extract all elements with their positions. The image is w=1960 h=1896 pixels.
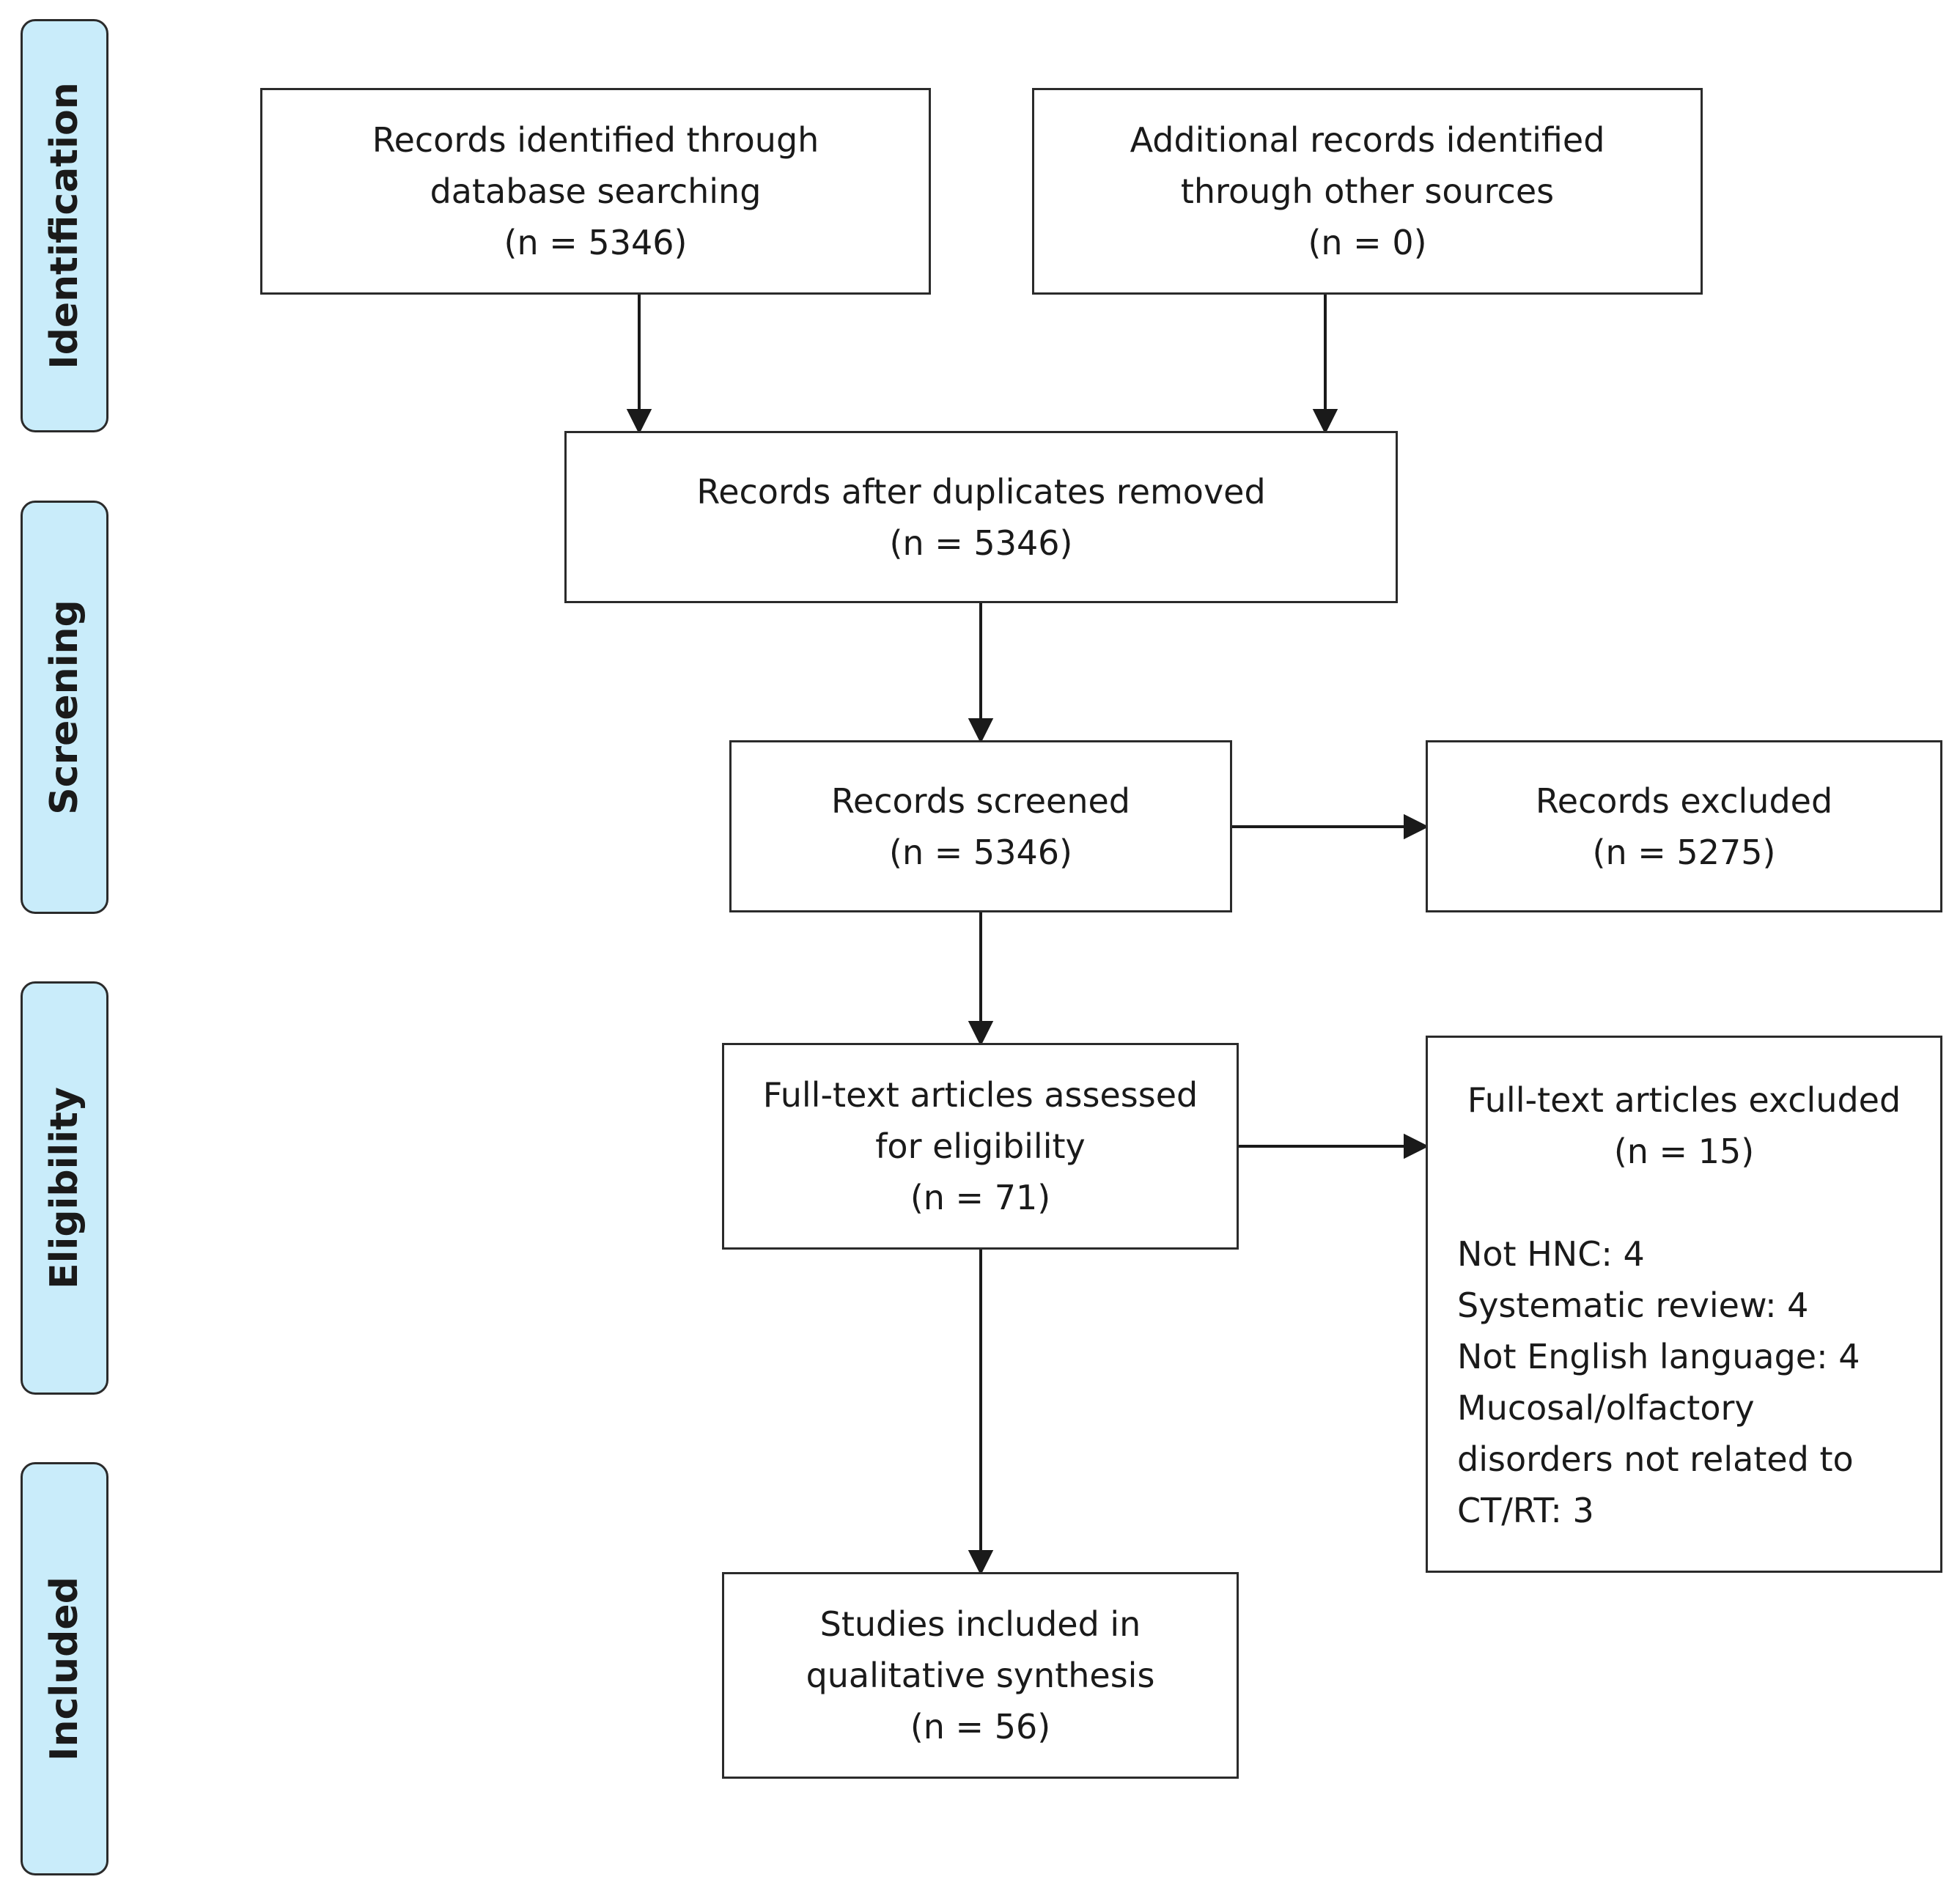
fulltext-assessed-count: (n = 71) [910,1178,1051,1217]
arrowhead-fulltext-included [968,1550,994,1576]
records-excluded-line1: Records excluded [1535,781,1833,821]
studies-included-line2: qualitative synthesis [806,1656,1155,1695]
phase-included: Included [21,1462,108,1875]
fulltext-assessed-line1: Full-text articles assessed [762,1075,1198,1115]
arrowhead-screened-fulltext [968,1021,994,1047]
duplicates-removed-box: Records after duplicates removed (n = 53… [564,431,1398,603]
exclusion-reason: Mucosal/olfactory [1457,1388,1755,1428]
phase-identification: Identification [21,19,108,432]
fulltext-excluded-line1: Full-text articles excluded [1467,1080,1901,1120]
arrowhead-screened-excluded [1404,814,1429,840]
records-other-sources-box: Additional records identified through ot… [1032,88,1703,295]
phase-identification-label: Identification [43,82,86,369]
phase-screening-label: Screening [43,600,86,815]
records-database-line2: database searching [430,171,762,211]
duplicates-removed-count: (n = 5346) [889,523,1073,563]
records-screened-line1: Records screened [831,781,1130,821]
records-database-box: Records identified through database sear… [260,88,931,295]
phase-screening: Screening [21,501,108,914]
duplicates-removed-line1: Records after duplicates removed [696,471,1266,512]
fulltext-excluded-box: Full-text articles excluded (n = 15) Not… [1426,1036,1942,1573]
records-other-count: (n = 0) [1308,223,1427,262]
records-database-line1: Records identified through [372,120,819,160]
records-screened-box: Records screened (n = 5346) [729,740,1232,912]
phase-eligibility: Eligibility [21,981,108,1395]
fulltext-assessed-line2: for eligibility [875,1126,1086,1166]
fulltext-excluded-count: (n = 15) [1613,1132,1755,1171]
studies-included-count: (n = 56) [910,1707,1051,1746]
fulltext-assessed-box: Full-text articles assessed for eligibil… [722,1043,1239,1250]
exclusion-reason: disorders not related to [1457,1439,1854,1479]
studies-included-box: Studies included in qualitative synthesi… [722,1572,1239,1779]
arrowhead-duplicates [968,718,994,744]
phase-included-label: Included [43,1576,86,1761]
exclusion-reason: CT/RT: 3 [1457,1491,1594,1530]
exclusion-reason: Systematic review: 4 [1457,1285,1809,1325]
records-database-count: (n = 5346) [504,223,688,262]
records-other-line1: Additional records identified [1130,120,1605,160]
studies-included-line1: Studies included in [819,1604,1141,1644]
exclusion-reasons-list: Not HNC: 4 Systematic review: 4 Not Engl… [1428,1228,1940,1536]
exclusion-reason: Not English language: 4 [1457,1337,1860,1376]
phase-eligibility-label: Eligibility [43,1087,86,1289]
records-excluded-count: (n = 5275) [1592,832,1776,872]
arrowhead-database [626,409,652,435]
records-excluded-box: Records excluded (n = 5275) [1426,740,1942,912]
records-other-line2: through other sources [1180,171,1555,211]
arrowhead-fulltext-excluded [1404,1133,1429,1159]
records-screened-count: (n = 5346) [889,832,1072,872]
arrowhead-other [1312,409,1338,435]
exclusion-reason: Not HNC: 4 [1457,1234,1645,1274]
